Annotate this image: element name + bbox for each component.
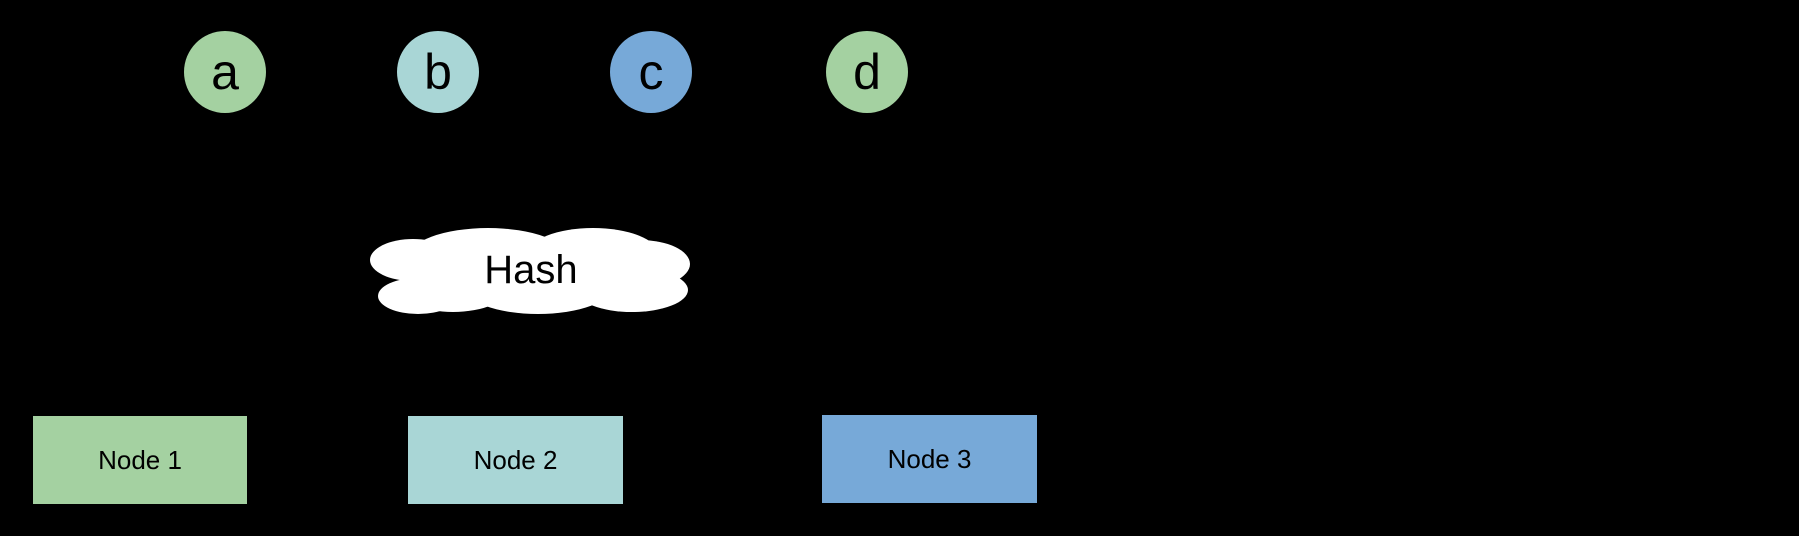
node-box-3: Node 3 [822, 415, 1037, 503]
node-box-2: Node 2 [408, 416, 623, 504]
key-circle-c: c [610, 31, 692, 113]
key-label-b: b [424, 44, 452, 100]
key-label-a: a [211, 44, 239, 100]
node-box-1: Node 1 [33, 416, 247, 504]
hash-cloud-label: Hash [484, 248, 578, 292]
node-label-3: Node 3 [887, 444, 972, 474]
key-circle-d: d [826, 31, 908, 113]
node-label-1: Node 1 [98, 445, 182, 475]
hash-cloud: Hash [368, 224, 694, 316]
key-label-c: c [638, 44, 664, 100]
key-circle-b: b [397, 31, 479, 113]
key-label-d: d [853, 44, 881, 100]
cloud-icon [370, 228, 690, 314]
key-circle-a: a [184, 31, 266, 113]
node-label-2: Node 2 [473, 445, 558, 475]
